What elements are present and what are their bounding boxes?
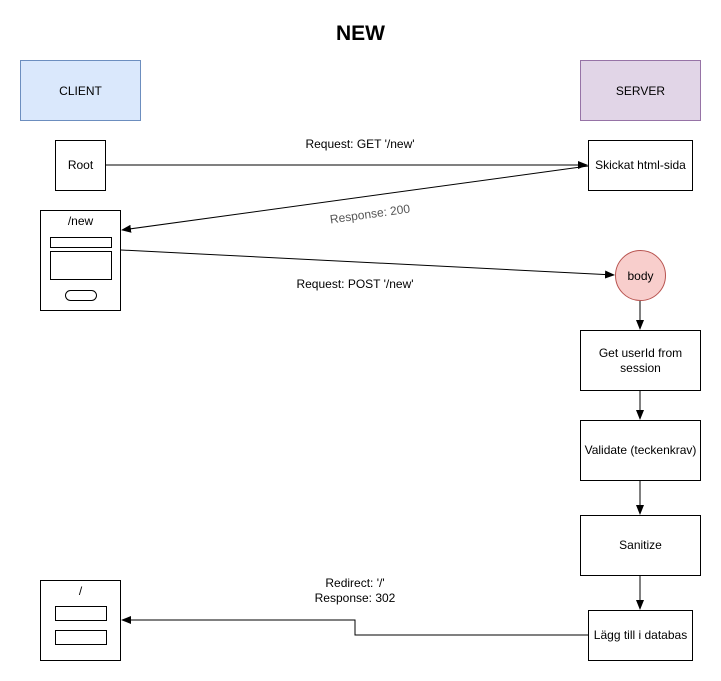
get-request-label: Request: GET '/new' (305, 137, 415, 151)
get-userid-step: Get userId from session (580, 330, 701, 391)
validate-step: Validate (teckenkrav) (580, 420, 701, 481)
redirect-label-line2: Response: 302 (314, 591, 396, 605)
sanitize-step: Sanitize (580, 515, 701, 576)
new-page-title: /new (67, 214, 94, 228)
redirect-arrow (121, 616, 588, 636)
root-node: Root (55, 140, 106, 191)
body-node: body (615, 250, 666, 301)
mock-field-1 (55, 606, 107, 621)
redirect-label-line1: Redirect: '/' (325, 576, 385, 590)
lagg-till-step: Lägg till i databas (588, 610, 693, 661)
root-page-title: / (78, 584, 83, 598)
root-page-mockup: / (40, 580, 121, 661)
server-lane-header: SERVER (580, 60, 701, 121)
skickat-html-node: Skickat html-sida (588, 140, 693, 191)
client-lane-header: CLIENT (20, 60, 141, 121)
diagram-title: NEW (336, 22, 385, 45)
mock-textarea (50, 251, 112, 280)
post-request-label: Request: POST '/new' (296, 277, 414, 291)
mock-field-2 (55, 630, 107, 645)
post-request-arrow (120, 249, 615, 279)
mock-input-field (50, 237, 112, 248)
get-response-arrow (121, 165, 589, 233)
mock-submit-button (65, 290, 97, 301)
new-page-mockup: /new (40, 210, 121, 311)
